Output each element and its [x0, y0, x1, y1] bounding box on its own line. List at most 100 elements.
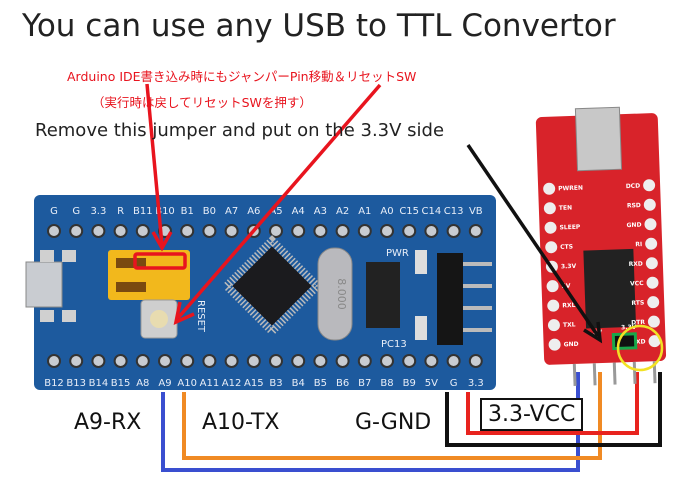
ftdi-pin: [645, 257, 658, 270]
top-pin-hole: [269, 224, 283, 238]
bottom-pin-label: B12: [44, 378, 64, 389]
top-pin-label: A2: [336, 206, 349, 217]
bottom-pin-label: B15: [111, 378, 131, 389]
ftdi-pin: [643, 198, 656, 211]
top-pin-hole: [335, 224, 350, 238]
bottom-pin-hole: [246, 354, 261, 368]
page-title: You can use any USB to TTL Convertor: [22, 8, 616, 44]
top-pin-label: VB: [469, 206, 483, 217]
ftdi-right-pin-label: TXD: [632, 338, 646, 345]
bottom-pin-hole: [69, 354, 84, 368]
ftdi-right-pin-label: DCD: [626, 183, 641, 190]
top-pin-label: A3: [314, 206, 327, 217]
annotation-note-1: Arduino IDE書き込み時にもジャンパーPin移動＆リセットSW: [67, 69, 417, 84]
ftdi-pin: [543, 202, 556, 215]
bottom-pin-hole: [202, 354, 217, 368]
bottom-pin-hole: [313, 354, 328, 368]
top-pin-hole: [291, 224, 306, 238]
bottom-pin-hole: [180, 354, 195, 368]
ftdi-left-pin-label: GND: [564, 341, 579, 349]
bottom-pin-label: A12: [222, 378, 242, 389]
ftdi-left-pin-label: PWREN: [558, 185, 583, 193]
ftdi-pin: [543, 182, 556, 195]
top-pin-hole: [69, 224, 84, 238]
top-pin-hole: [313, 224, 328, 238]
ftdi-right-pin-label: RTS: [631, 299, 644, 306]
highlight-circle: [616, 324, 664, 372]
bottom-pin-label: A8: [136, 378, 149, 389]
top-pin-hole: [91, 224, 106, 238]
ftdi-pin: [548, 338, 561, 351]
wire-label-a9-rx: A9-RX: [74, 410, 142, 435]
ftdi-left-pin-label: SLEEP: [559, 224, 581, 232]
ftdi-pin: [646, 276, 659, 289]
ftdi-pin: [545, 241, 558, 254]
top-pin-label: A0: [380, 206, 393, 217]
bottom-pin-hole: [91, 354, 106, 368]
top-pin-label: B1: [181, 206, 194, 217]
bottom-pin-hole: [158, 354, 172, 368]
pwr-label: PWR: [386, 248, 409, 259]
top-pin-label: C13: [444, 206, 464, 217]
top-pin-hole: [357, 224, 372, 238]
wire-a10-tx: [182, 372, 602, 460]
bottom-pin-label: A11: [200, 378, 220, 389]
top-pin-hole: [468, 224, 483, 238]
annotation-arrows: [133, 83, 382, 325]
mcu-chip: [221, 235, 323, 337]
bottom-pin-hole: [357, 354, 372, 368]
bottom-pin-label: A9: [158, 378, 171, 389]
top-pin-hole: [424, 224, 439, 238]
ftdi-pin: [544, 221, 557, 234]
bottom-pin-hole: [113, 354, 128, 368]
crystal: [317, 247, 353, 341]
wire-label-a10-tx: A10-TX: [202, 410, 280, 435]
top-pin-hole: [47, 224, 61, 238]
ftdi-pin: [547, 319, 560, 332]
ftdi-pin: [647, 315, 660, 328]
pc13-label: PC13: [381, 339, 407, 350]
jumper-instruction: Remove this jumper and put on the 3.3V s…: [35, 120, 445, 141]
top-pin-hole: [113, 224, 128, 238]
top-pin-hole: [402, 224, 417, 238]
bottom-pin-label: B5: [314, 378, 327, 389]
top-pin-label: A6: [247, 206, 260, 217]
ftdi-right-pin-label: DTR: [631, 319, 645, 326]
top-pin-label: G: [50, 206, 58, 217]
wire-label-g-gnd: G-GND: [355, 410, 432, 435]
voltage-jumper: [611, 332, 638, 351]
bottom-pin-hole: [269, 354, 283, 368]
ftdi-left-pin-label: RXL: [562, 302, 575, 309]
usb-connector: [25, 261, 63, 308]
bottom-pin-label: B13: [66, 378, 86, 389]
top-pin-label: A4: [292, 206, 305, 217]
bottom-pin-label: B9: [403, 378, 416, 389]
reset-label: RESET: [195, 300, 206, 333]
wire-gnd: [445, 372, 662, 447]
annotation-note-2: （実行時は戻してリセットSWを押す）: [92, 95, 312, 110]
ftdi-pin: [546, 280, 559, 293]
jumper-highlight: [133, 252, 187, 270]
ftdi-left-pin-label: 3.3V: [561, 263, 577, 271]
svg-text:3.3V: 3.3V: [621, 324, 637, 332]
top-pin-hole: [135, 224, 150, 238]
top-pin-label: C15: [399, 206, 419, 217]
bottom-pin-label: B7: [358, 378, 371, 389]
ftdi-pin: [645, 237, 658, 250]
ftdi-board: PWRENTENSLEEPCTS3.3V5VRXLTXLGNDDCDRSDGND…: [535, 106, 667, 387]
ftdi-right-pin-label: RI: [635, 241, 642, 248]
jumper-arrow: [466, 144, 603, 344]
wire-label-3v3-vcc: 3.3-VCC: [480, 398, 584, 431]
bottom-pin-hole: [335, 354, 350, 368]
bottom-pin-label: B8: [380, 378, 393, 389]
ftdi-left-pin-label: TEN: [559, 204, 572, 211]
bottom-pin-label: B4: [292, 378, 305, 389]
top-pin-hole: [202, 224, 217, 238]
top-pin-hole: [380, 224, 394, 238]
bottom-pin-hole: [47, 354, 61, 368]
bottom-pin-hole: [135, 354, 150, 368]
top-pin-label: B0: [203, 206, 216, 217]
